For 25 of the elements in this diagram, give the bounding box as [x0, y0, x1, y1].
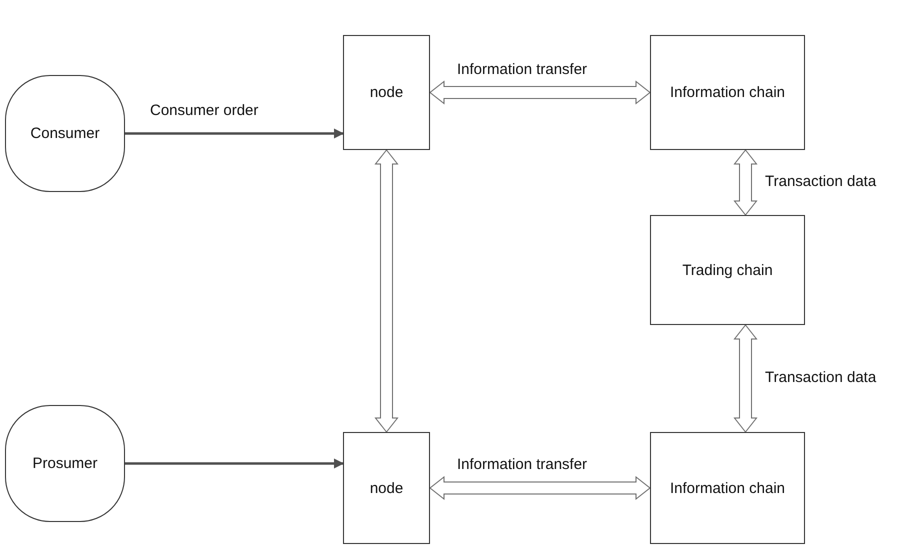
rounded-box — [5, 75, 125, 192]
double-arrow — [429, 80, 651, 105]
node-label: node — [370, 84, 404, 101]
process-box — [650, 35, 805, 150]
double-arrow — [429, 476, 651, 500]
edge-label: Transaction data — [763, 368, 878, 386]
node-label: Information chain — [670, 84, 786, 101]
rounded-box — [5, 405, 125, 522]
edge-label: Transaction data — [763, 172, 878, 190]
double-arrow — [374, 149, 399, 433]
process-box — [343, 35, 430, 150]
node-label: node — [370, 480, 404, 496]
process-box — [650, 215, 805, 325]
node-label: Information chain — [670, 480, 786, 496]
double-arrow — [733, 149, 758, 216]
arrow — [125, 128, 344, 138]
process-box — [650, 432, 805, 544]
edge-label: Information transfer — [455, 60, 590, 78]
double-arrow — [733, 324, 758, 433]
node-label: Trading chain — [682, 262, 773, 278]
node-label: Consumer — [30, 125, 100, 142]
edge-label: Consumer order — [148, 102, 260, 118]
process-box — [343, 432, 430, 544]
node-label: Prosumer — [32, 455, 98, 472]
arrow — [125, 458, 344, 468]
